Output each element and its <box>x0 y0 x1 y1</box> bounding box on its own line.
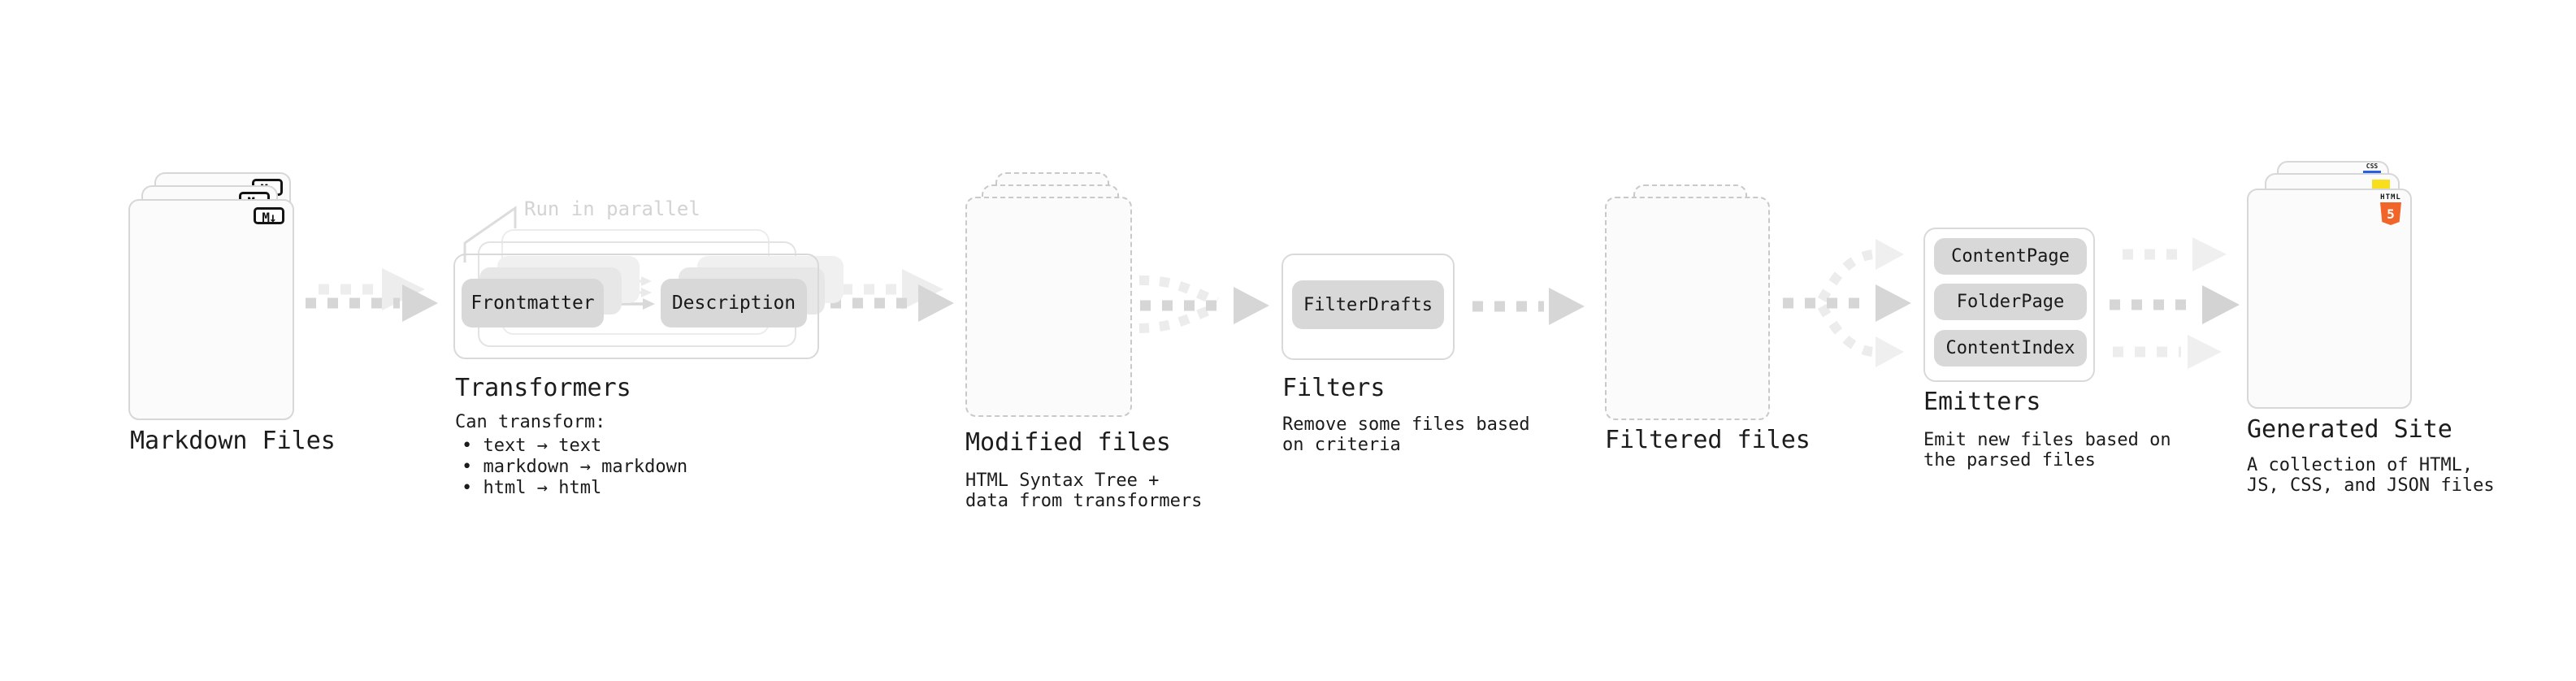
emitter-content-page-pill: ContentPage <box>1934 238 2087 275</box>
transformers-bullet-list: • text → text • markdown → markdown • ht… <box>462 436 688 498</box>
css-icon: CSS <box>2363 163 2381 174</box>
emitters-box <box>1923 228 2095 382</box>
js-icon <box>2372 180 2390 189</box>
css-bar <box>2363 171 2381 174</box>
arrow-transformers-to-modified-icon <box>830 269 954 322</box>
filtered-file-front <box>1605 197 1770 420</box>
filters-title: Filters <box>1282 374 1386 402</box>
transformer-description-pill: Description <box>661 279 807 327</box>
filters-box <box>1281 254 1455 360</box>
transformers-title: Transformers <box>455 374 631 402</box>
markdown-icon: M↓ <box>254 207 284 225</box>
arrow-filters-to-filtered-icon <box>1472 288 1585 325</box>
arrow-fanout-filtered-to-emitters-icon <box>1783 239 1911 367</box>
html5-shield: 5 <box>2380 202 2401 225</box>
transformer-frontmatter-pill: Frontmatter <box>462 279 604 327</box>
html5-icon: HTML 5 <box>2378 194 2404 225</box>
modified-file-front <box>965 197 1132 417</box>
arrow-markdown-to-transformers-icon <box>306 268 438 322</box>
generated-site-desc: A collection of HTML, JS, CSS, and JSON … <box>2247 455 2495 496</box>
generated-site-title: Generated Site <box>2247 415 2452 444</box>
markdown-files-title: Markdown Files <box>130 427 336 455</box>
transformer-card-front <box>453 254 819 359</box>
filter-drafts-pill: FilterDrafts <box>1292 280 1444 329</box>
emitter-folder-page-pill: FolderPage <box>1934 284 2087 320</box>
css-label: CSS <box>2366 163 2379 170</box>
filters-desc: Remove some files based on criteria <box>1282 414 1530 455</box>
modified-files-desc: HTML Syntax Tree + data from transformer… <box>965 471 1203 511</box>
emitter-content-index-pill: ContentIndex <box>1934 330 2087 367</box>
emitters-desc: Emit new files based on the parsed files <box>1923 430 2171 471</box>
run-in-parallel-annotation: Run in parallel <box>524 197 700 220</box>
site-file-html: HTML 5 <box>2247 189 2412 409</box>
arrow-merge-modified-to-filters-icon <box>1138 275 1269 333</box>
html5-label: HTML <box>2380 193 2401 202</box>
emitters-title: Emitters <box>1923 388 2041 416</box>
modified-files-title: Modified files <box>965 428 1171 457</box>
filtered-files-title: Filtered files <box>1605 426 1811 454</box>
arrows-emitters-to-site-icon <box>2110 237 2240 369</box>
markdown-file-front: M↓ <box>128 199 294 420</box>
transformers-desc-heading: Can transform: <box>455 412 606 432</box>
